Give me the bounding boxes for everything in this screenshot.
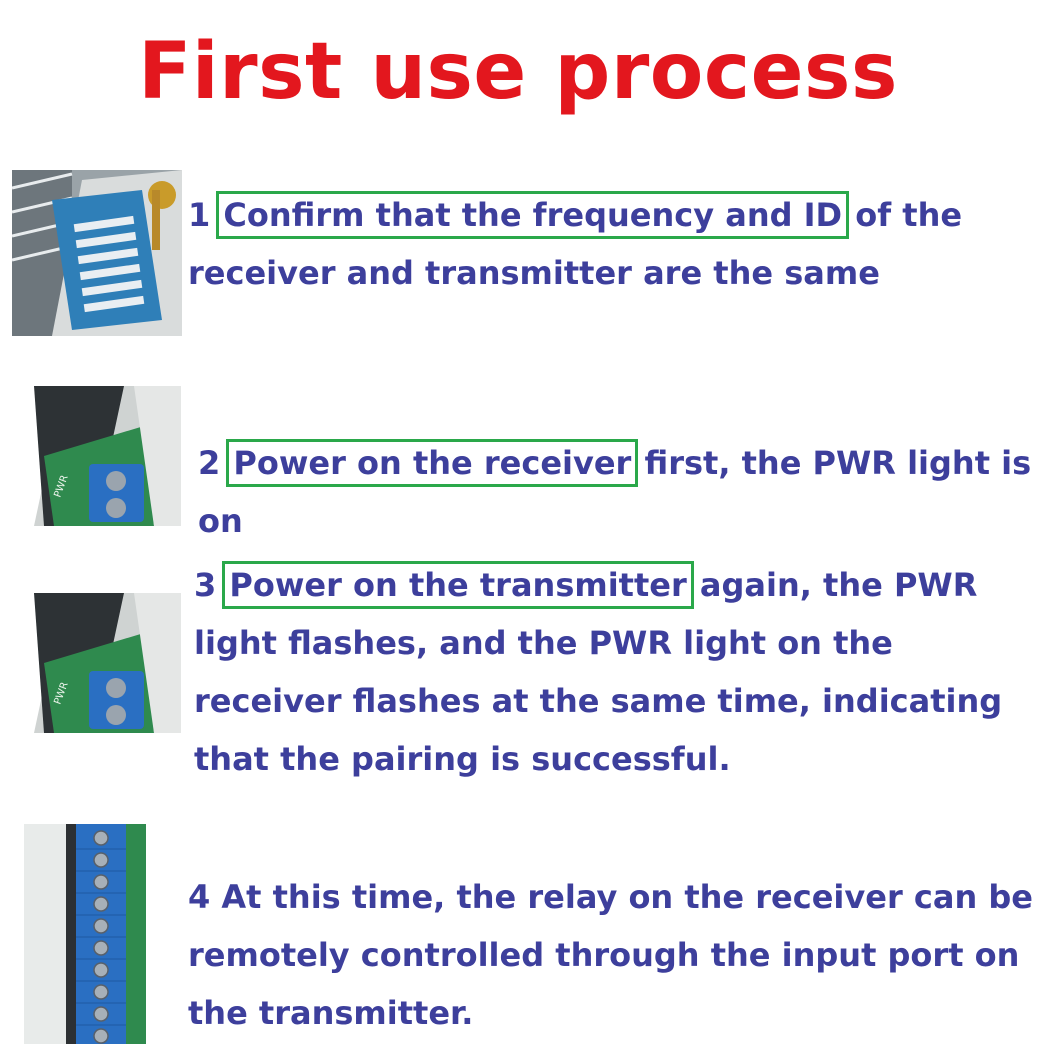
receiver-terminal-photo: PWR [4, 386, 181, 526]
step-3-rest: again, the PWR light flashes, and the PW… [194, 566, 1003, 778]
dip-switch-photo [12, 170, 182, 336]
step-1-text: 1 Confirm that the frequency and ID of t… [188, 186, 1038, 302]
step-number: 1 [188, 196, 211, 234]
step-2-highlight: Power on the receiver [226, 439, 639, 487]
step-1-highlight: Confirm that the frequency and ID [216, 191, 850, 239]
step-4-text: 4 At this time, the relay on the receive… [188, 868, 1038, 1042]
step-number: 3 [194, 566, 217, 604]
step-number: 4 [188, 878, 211, 916]
step-4-rest: At this time, the relay on the receiver … [188, 878, 1033, 1032]
step-3-text: 3 Power on the transmitter again, the PW… [194, 556, 1034, 788]
input-terminal-block-photo [24, 824, 146, 1044]
transmitter-terminal-photo: PWR [4, 593, 181, 733]
step-number: 2 [198, 444, 221, 482]
page-title: First use process [138, 27, 898, 117]
step-1-rest: of the receiver and transmitter are the … [188, 196, 963, 292]
step-3-highlight: Power on the transmitter [222, 561, 694, 609]
step-2-rest: first, the PWR light is on [198, 444, 1032, 540]
step-2-text: 2 Power on the receiver first, the PWR l… [198, 434, 1038, 550]
